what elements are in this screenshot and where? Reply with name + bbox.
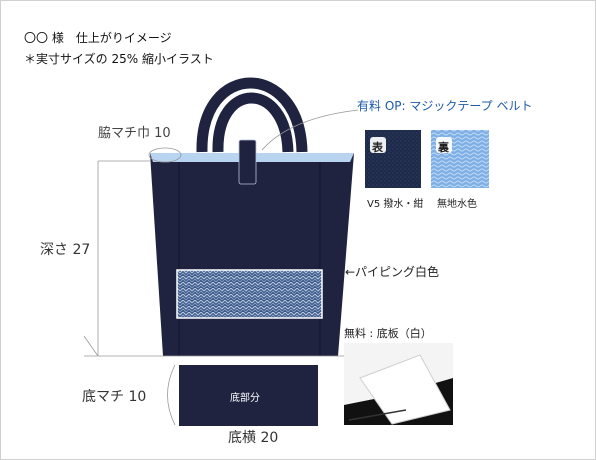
piping-band	[176, 269, 323, 319]
bottom-board-photo	[344, 343, 453, 425]
swatch-inner-caption: 無地水色	[437, 199, 477, 210]
side-gusset-label: 脇マチ巾 10	[98, 126, 171, 141]
depth-label: 深さ 27	[40, 242, 91, 258]
magic-tape-belt	[238, 139, 257, 185]
bottom-part	[179, 365, 318, 426]
swatch-outer-caption: V5 撥水・紺	[367, 199, 424, 210]
piping-label: ←パイピング白色	[345, 265, 440, 279]
bottom-gusset-label: 底マチ 10	[82, 389, 147, 405]
header-title: 〇〇 様 仕上がりイメージ	[24, 31, 172, 45]
header-note: ＊実寸サイズの 25% 縮小イラスト	[24, 52, 214, 66]
option-label: 有料 OP: マジックテープ ベルト	[357, 99, 533, 113]
front-handle	[212, 92, 294, 153]
bottom-part-label: 底部分	[230, 393, 260, 404]
swatch-inner-mark: 裏	[438, 141, 449, 154]
free-board-label: 無料 : 底板（白）	[344, 327, 432, 340]
bottom-width-label: 底横 20	[228, 430, 279, 446]
swatch-outer-mark: 表	[372, 141, 383, 154]
back-handle	[196, 77, 308, 153]
